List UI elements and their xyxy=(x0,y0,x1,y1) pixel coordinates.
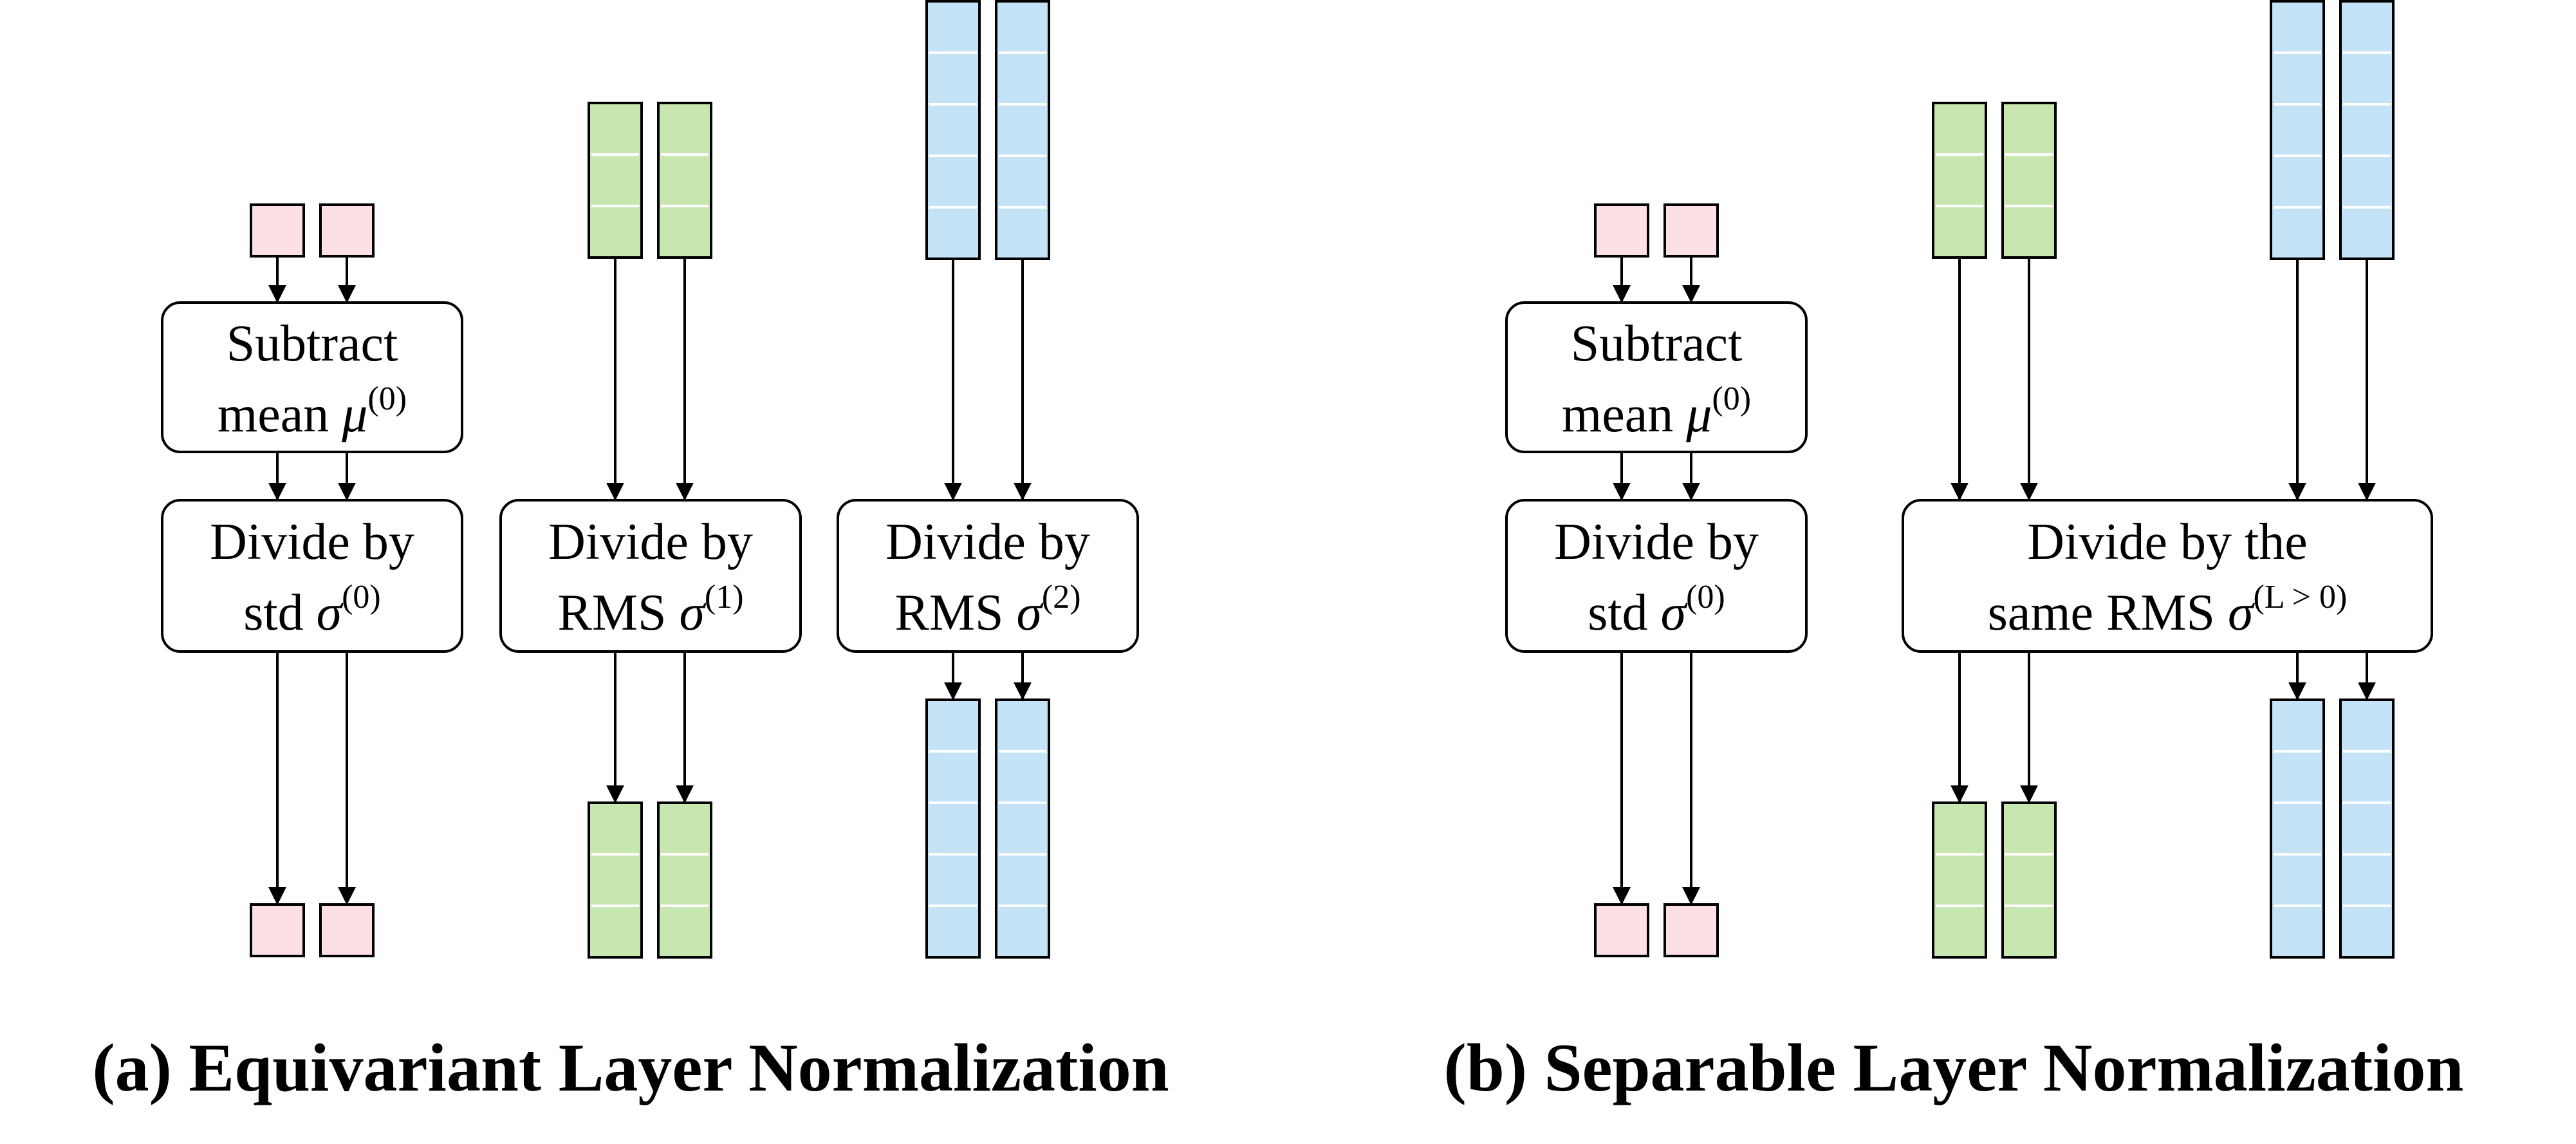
mean-label: mean μ(0) xyxy=(218,380,407,443)
l1-input-vector-1 xyxy=(588,102,643,259)
l0-input-vector-2 xyxy=(1663,203,1719,258)
panel-b: Subtract mean μ(0) Divide by std σ(0) Di… xyxy=(1444,0,2464,1105)
subtract-label: Subtract xyxy=(1571,315,1743,372)
panel-a-l0-input-vectors xyxy=(250,203,375,258)
panel-b-l1-input-vectors xyxy=(1932,102,2057,259)
l1-output-vector-2 xyxy=(2001,802,2057,959)
l2-input-vector-2 xyxy=(2339,0,2395,260)
panel-a-l2-input-vectors xyxy=(925,0,1050,260)
std-label: std σ(0) xyxy=(1588,579,1725,641)
l1-output-vector-1 xyxy=(588,802,643,959)
vector-body xyxy=(657,802,712,959)
vector-body xyxy=(588,802,643,959)
panel-a-l1-input-vectors xyxy=(588,102,712,259)
panel-a: Subtract mean μ(0) Divide by std σ(0) Di… xyxy=(92,0,1169,1105)
vector-body xyxy=(2001,102,2057,259)
vector-body xyxy=(2001,802,2057,959)
panel-b-l0-input-vectors xyxy=(1594,203,1719,258)
l2-input-vector-2 xyxy=(995,0,1050,260)
panel-b-caption: (b) Separable Layer Normalization xyxy=(1444,1030,2464,1105)
panel-a-caption: (a) Equivariant Layer Normalization xyxy=(92,1030,1169,1105)
rms-label: RMS σ(1) xyxy=(557,579,743,641)
rms-label: RMS σ(2) xyxy=(894,579,1080,641)
l0-output-vector-1 xyxy=(250,903,305,957)
panel-a-l0-output-vectors xyxy=(250,903,375,957)
l0-input-vector-2 xyxy=(319,203,375,258)
l2-input-vector-1 xyxy=(925,0,981,260)
vector-body xyxy=(995,0,1050,260)
l1-output-vector-2 xyxy=(657,802,712,959)
l0-output-vector-2 xyxy=(319,903,375,957)
vector-body xyxy=(588,102,643,259)
divide-label: Divide by xyxy=(210,514,414,570)
std-label: std σ(0) xyxy=(243,579,380,641)
divide-label: Divide by the xyxy=(2027,514,2307,570)
panel-a-l1-output-vectors xyxy=(588,802,712,959)
vector-body xyxy=(2270,699,2325,959)
l2-output-vector-2 xyxy=(995,699,1050,959)
l0-output-vector-2 xyxy=(1663,903,1719,957)
vector-body xyxy=(2339,0,2395,260)
divide-rms-1-box: Divide by RMS σ(1) xyxy=(499,499,802,653)
vector-body xyxy=(2270,0,2325,260)
l2-output-vector-1 xyxy=(2270,699,2325,959)
vector-body xyxy=(657,102,712,259)
l0-input-vector-1 xyxy=(1594,203,1649,258)
vector-body xyxy=(925,0,981,260)
panel-b-l2-input-vectors xyxy=(2270,0,2395,260)
vector-body xyxy=(2339,699,2395,959)
panel-b-arrows xyxy=(1613,256,2376,905)
vector-body xyxy=(995,699,1050,959)
subtract-label: Subtract xyxy=(227,315,398,372)
vector-body xyxy=(925,699,981,959)
panel-b-l0-output-vectors xyxy=(1594,903,1719,957)
same-rms-label: same RMS σ(L > 0) xyxy=(1988,579,2348,641)
divide-rms-2-box: Divide by RMS σ(2) xyxy=(837,499,1139,653)
panel-a-arrows xyxy=(268,256,1032,905)
panel-a-l2-output-vectors xyxy=(925,699,1050,959)
l1-input-vector-2 xyxy=(657,102,712,259)
vector-body xyxy=(1932,802,1987,959)
l2-output-vector-2 xyxy=(2339,699,2395,959)
subtract-mean-box: Subtract mean μ(0) xyxy=(161,301,463,453)
divide-std-box: Divide by std σ(0) xyxy=(1505,499,1808,653)
l2-output-vector-1 xyxy=(925,699,981,959)
l1-input-vector-1 xyxy=(1932,102,1987,259)
divide-label: Divide by xyxy=(885,514,1090,570)
l0-output-vector-1 xyxy=(1594,903,1649,957)
panel-b-l2-output-vectors xyxy=(2270,699,2395,959)
panel-b-l1-output-vectors xyxy=(1932,802,2057,959)
divide-label: Divide by xyxy=(1554,514,1759,570)
divide-label: Divide by xyxy=(548,514,753,570)
l2-input-vector-1 xyxy=(2270,0,2325,260)
mean-label: mean μ(0) xyxy=(1562,380,1751,443)
l1-input-vector-2 xyxy=(2001,102,2057,259)
subtract-mean-box: Subtract mean μ(0) xyxy=(1505,301,1808,453)
l1-output-vector-1 xyxy=(1932,802,1987,959)
l0-input-vector-1 xyxy=(250,203,305,258)
divide-same-rms-box: Divide by the same RMS σ(L > 0) xyxy=(1902,499,2433,653)
divide-std-box: Divide by std σ(0) xyxy=(161,499,463,653)
vector-body xyxy=(1932,102,1987,259)
